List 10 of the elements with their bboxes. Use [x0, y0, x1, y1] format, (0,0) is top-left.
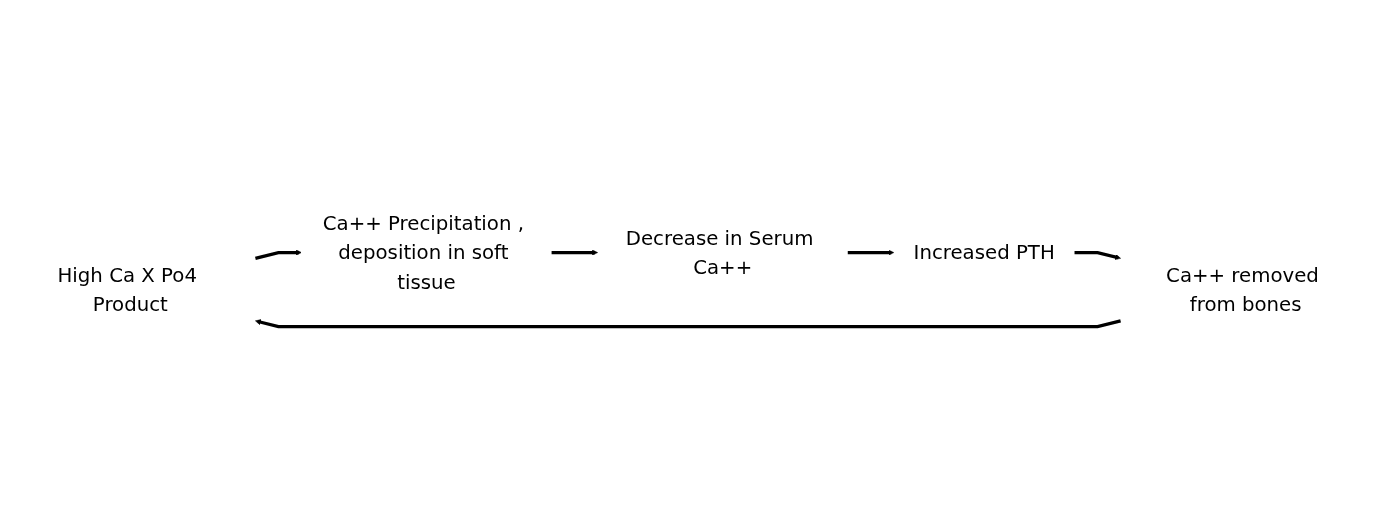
arrow — [551, 249, 598, 256]
node-text: Decrease in Serum Ca++ — [625, 226, 814, 279]
arrow — [255, 319, 1121, 329]
node-text: High Ca X Po4 Product — [57, 263, 197, 316]
arrow — [255, 249, 302, 260]
arrow — [847, 249, 895, 256]
node-text: Increased PTH — [913, 240, 1055, 264]
arrow — [1074, 250, 1121, 260]
node-text: Ca++ Precipitation , deposition in soft tissue — [322, 211, 525, 294]
node-text: Ca++ removed from bones — [1166, 263, 1319, 316]
